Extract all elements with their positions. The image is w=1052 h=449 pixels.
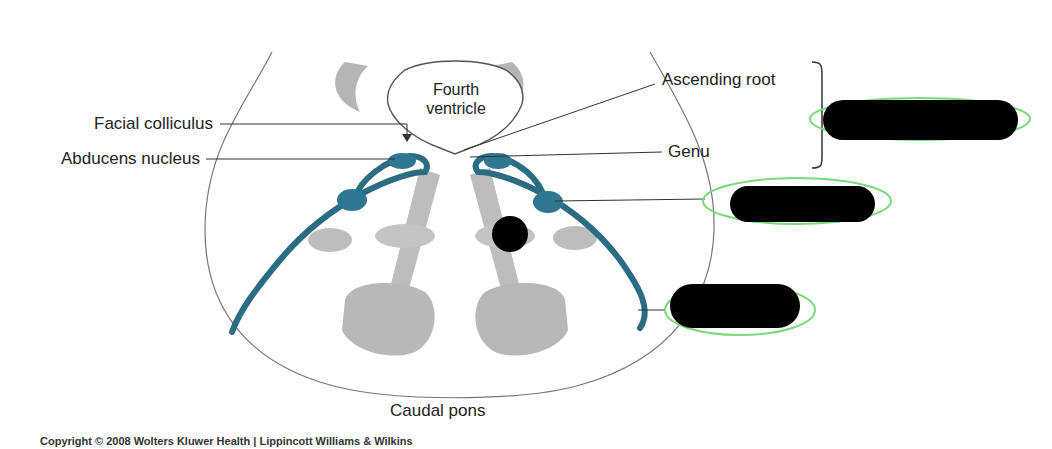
abducens-nucleus <box>388 153 416 169</box>
ventricle-label: Fourth ventricle <box>414 80 498 118</box>
leader-line <box>555 199 705 201</box>
abducens-nucleus <box>484 153 512 169</box>
answer-ellipse <box>810 98 1030 140</box>
leader-line <box>470 152 662 157</box>
marker-dot <box>492 216 528 252</box>
leader-line <box>464 84 655 150</box>
corticospinal-bundle <box>475 283 568 356</box>
structure-label: Facial colliculus <box>94 114 213 134</box>
pons-outline <box>205 52 714 398</box>
tract <box>375 224 435 248</box>
leader-line <box>220 124 407 125</box>
facial-nucleus <box>533 191 563 213</box>
redaction <box>823 100 1018 140</box>
facial-nerve-fibers <box>476 156 645 328</box>
copyright-note: Copyright © 2008 Wolters Kluwer Health |… <box>40 435 413 448</box>
facial-nucleus <box>337 189 367 211</box>
arrowhead <box>402 134 412 142</box>
corticospinal-bundle <box>342 283 435 356</box>
leader-line <box>638 310 666 311</box>
leader-line <box>206 159 395 160</box>
structure-label: Genu <box>668 142 710 162</box>
redaction <box>670 284 800 328</box>
peduncle <box>335 62 368 112</box>
structure-label: Abducens nucleus <box>61 149 200 169</box>
answer-ellipse <box>665 285 815 335</box>
tract <box>308 228 352 252</box>
section-label: Caudal pons <box>390 401 485 421</box>
fourth-ventricle <box>388 61 523 154</box>
answer-ellipse <box>703 178 891 224</box>
facial-nerve-fibers <box>232 156 427 332</box>
redaction <box>730 186 875 222</box>
bracket <box>812 62 822 168</box>
structure-label: Ascending root <box>662 70 775 90</box>
